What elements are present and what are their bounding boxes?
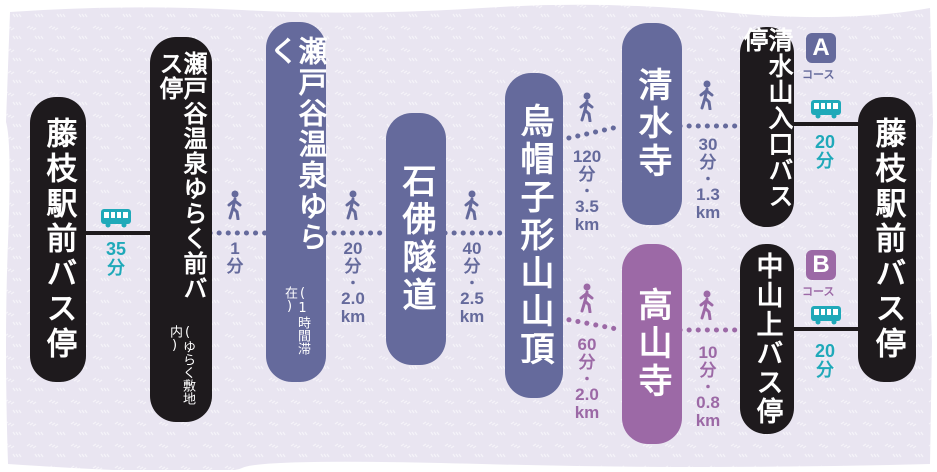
distance-unit: km bbox=[574, 403, 600, 423]
stop-sekibutsu: 石佛隧道 bbox=[386, 113, 446, 365]
time-unit: 分 bbox=[816, 359, 834, 380]
stop-label: 清水寺 bbox=[632, 67, 672, 181]
walk-time-2: 20 分 ・ 2.0 km bbox=[333, 240, 373, 326]
stop-takayamadera: 高山寺 bbox=[622, 244, 682, 444]
time-unit: 分 bbox=[578, 352, 596, 372]
distance-value: 2.0 bbox=[575, 385, 599, 405]
stop-shimizu-busstop: 清水山入口バス停 bbox=[740, 27, 794, 227]
course-a-label: コース bbox=[802, 69, 835, 81]
walking-person-icon bbox=[579, 283, 594, 313]
time-value: 1 bbox=[230, 239, 240, 258]
stop-setoya-onsen: 瀬戸谷温泉ゆらく (1時間滞在) bbox=[265, 22, 328, 382]
bus-time-a: 20 分 bbox=[808, 133, 842, 171]
stop-label: 藤枝駅前バス停 bbox=[869, 117, 906, 362]
stop-nakayama-busstop: 中山上バス停 bbox=[740, 244, 794, 434]
walking-person-icon bbox=[699, 290, 714, 320]
distance-unit: km bbox=[695, 203, 721, 223]
distance-value: 2.5 bbox=[460, 289, 484, 309]
time-unit: 分 bbox=[107, 257, 125, 278]
stop-label: 瀬戸谷温泉ゆらく前バス停 bbox=[155, 51, 208, 301]
walk-time-a2: 30 分 ・ 1.3 km bbox=[686, 136, 730, 222]
time-unit: 分 bbox=[344, 256, 362, 276]
time-value: 10 bbox=[698, 343, 718, 362]
distance-unit: km bbox=[340, 307, 366, 327]
stop-label: 烏帽子形山山頂 bbox=[514, 102, 554, 369]
stop-note: (ゆらく敷地内) bbox=[167, 325, 195, 406]
walking-person-icon bbox=[227, 190, 242, 220]
bus-icon bbox=[811, 100, 841, 119]
walk-time-b2: 10 分 ・ 0.8 km bbox=[686, 344, 730, 430]
stop-label: 高山寺 bbox=[632, 287, 672, 401]
distance-unit: km bbox=[695, 411, 721, 431]
walk-time-1: 1 分 bbox=[220, 240, 250, 276]
stop-label: 中山上バス停 bbox=[751, 252, 783, 426]
time-value: 40 bbox=[462, 239, 482, 258]
time-unit: 分 bbox=[226, 256, 244, 276]
time-value: 35 bbox=[105, 239, 127, 259]
course-b-badge: B bbox=[806, 250, 836, 280]
time-unit: 分 bbox=[816, 150, 834, 171]
time-value: 60 bbox=[577, 335, 597, 354]
distance-value: 2.0 bbox=[341, 289, 365, 309]
stop-label: 石佛隧道 bbox=[396, 163, 436, 315]
time-unit: 分 bbox=[463, 256, 481, 276]
bus-icon bbox=[811, 306, 841, 325]
time-unit: 分 bbox=[699, 360, 717, 380]
time-value: 120 bbox=[572, 147, 602, 166]
course-a-badge: A bbox=[806, 33, 836, 63]
walking-person-icon bbox=[579, 92, 594, 122]
time-value: 20 bbox=[814, 341, 836, 361]
walk-time-b1: 60 分 ・ 2.0 km bbox=[567, 336, 607, 422]
separator: ・ bbox=[580, 370, 594, 387]
walk-time-a1: 120 分 ・ 3.5 km bbox=[565, 148, 609, 234]
stop-setoya-busstop: 瀬戸谷温泉ゆらく前バス停 (ゆらく敷地内) bbox=[150, 37, 212, 422]
bus-time-b: 20 分 bbox=[808, 342, 842, 380]
stop-label: 瀬戸谷温泉ゆらく bbox=[265, 36, 328, 253]
time-unit: 分 bbox=[699, 152, 717, 172]
walk-line-b1 bbox=[557, 315, 625, 333]
stop-label: 藤枝駅前バス停 bbox=[40, 117, 77, 362]
stop-fujieda-end: 藤枝駅前バス停 bbox=[858, 97, 916, 382]
distance-unit: km bbox=[574, 215, 600, 235]
time-value: 20 bbox=[814, 132, 836, 152]
walking-person-icon bbox=[699, 80, 714, 110]
bus-time-start: 35 分 bbox=[100, 240, 132, 278]
stop-note: (1時間滞在) bbox=[282, 286, 310, 356]
distance-unit: km bbox=[459, 307, 485, 327]
walk-time-3: 40 分 ・ 2.5 km bbox=[452, 240, 492, 326]
time-value: 30 bbox=[698, 135, 718, 154]
stop-seisuiji: 清水寺 bbox=[622, 23, 682, 225]
separator: ・ bbox=[580, 182, 594, 199]
walking-person-icon bbox=[345, 190, 360, 220]
distance-value: 1.3 bbox=[696, 185, 720, 205]
course-b-label: コース bbox=[802, 286, 835, 298]
walk-line-a1 bbox=[557, 123, 625, 143]
stop-label: 清水山入口バス停 bbox=[740, 27, 794, 209]
bus-icon bbox=[101, 209, 131, 228]
time-value: 20 bbox=[343, 239, 363, 258]
stop-fujieda-start: 藤枝駅前バス停 bbox=[30, 97, 86, 382]
walking-person-icon bbox=[464, 190, 479, 220]
separator: ・ bbox=[701, 378, 715, 395]
distance-value: 3.5 bbox=[575, 197, 599, 217]
separator: ・ bbox=[465, 274, 479, 291]
stop-eboshi: 烏帽子形山山頂 bbox=[505, 73, 563, 398]
separator: ・ bbox=[346, 274, 360, 291]
time-unit: 分 bbox=[578, 164, 596, 184]
separator: ・ bbox=[701, 170, 715, 187]
distance-value: 0.8 bbox=[696, 393, 720, 413]
